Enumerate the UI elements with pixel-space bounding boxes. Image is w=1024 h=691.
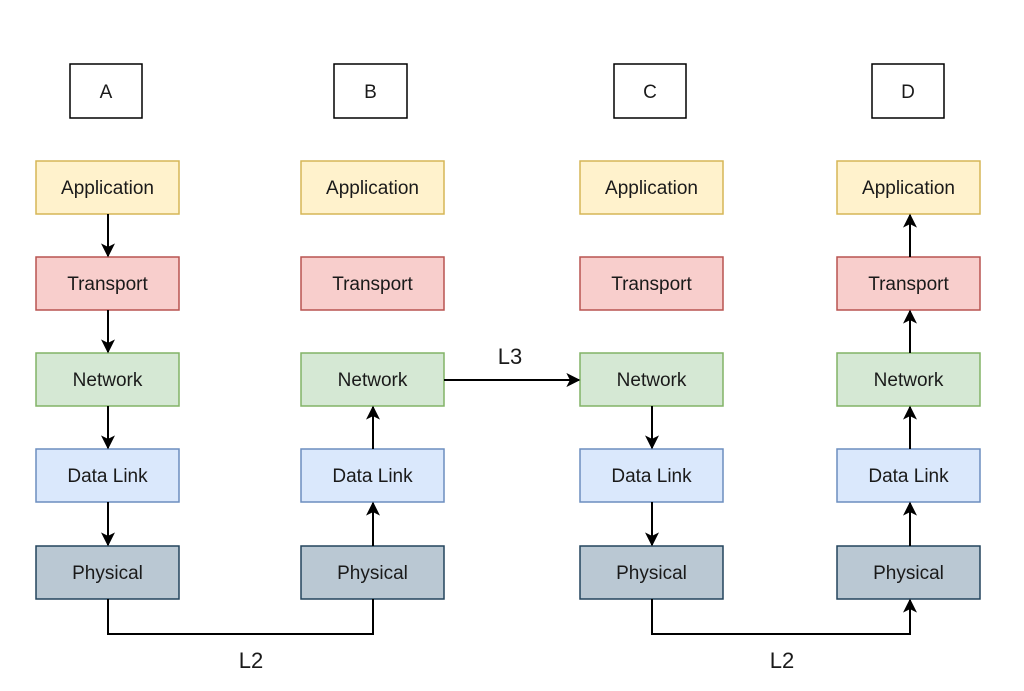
layer-c-network-label: Network	[617, 370, 687, 391]
layer-c-datalink-box	[580, 449, 723, 502]
layer-c-datalink-label: Data Link	[611, 466, 692, 487]
layer-d-application-box	[837, 161, 980, 214]
stack-b: Application Transport Network Data Link …	[300, 160, 445, 600]
layer-c-application-box	[580, 161, 723, 214]
layer-a-application: Application	[35, 160, 180, 215]
layer-d-physical-label: Physical	[873, 563, 944, 584]
stack-d: Application Transport Network Data Link …	[836, 160, 981, 600]
layer-c-application: Application	[579, 160, 724, 215]
node-header-d-label: D	[901, 82, 915, 103]
layer-d-transport-box	[837, 257, 980, 310]
layer-b-transport-box	[301, 257, 444, 310]
layer-a-transport-box	[36, 257, 179, 310]
edge-l2-a-physical-to-b-physical	[107, 599, 374, 635]
layer-d-network-label: Network	[874, 370, 944, 391]
layer-b-physical: Physical	[300, 545, 445, 600]
layer-b-application-label: Application	[326, 178, 419, 199]
layer-d-datalink: Data Link	[836, 448, 981, 503]
node-header-d: D	[871, 63, 945, 119]
stack-c: Application Transport Network Data Link …	[579, 160, 724, 600]
layer-c-physical-box	[580, 546, 723, 599]
layer-a-application-label: Application	[61, 178, 154, 199]
layer-b-datalink-box	[301, 449, 444, 502]
link-label-l2-left: L2	[239, 648, 263, 673]
layer-b-transport: Transport	[300, 256, 445, 311]
layer-d-network-box	[837, 353, 980, 406]
layer-a-datalink-label: Data Link	[67, 466, 148, 487]
layer-b-physical-label: Physical	[337, 563, 408, 584]
node-header-c-label: C	[643, 82, 657, 103]
layer-a-network: Network	[35, 352, 180, 407]
layer-b-network-label: Network	[338, 370, 408, 391]
layer-b-application-border	[300, 160, 445, 215]
layer-c-transport-label: Transport	[611, 274, 692, 295]
layer-c-transport-border	[579, 256, 724, 311]
layer-b-datalink: Data Link	[300, 448, 445, 503]
layer-d-application: Application	[836, 160, 981, 215]
node-header-b-label: B	[364, 82, 377, 103]
layer-a-physical-label: Physical	[72, 563, 143, 584]
layer-c-transport: Transport	[579, 256, 724, 311]
layer-c-network: Network	[579, 352, 724, 407]
layer-b-physical-box	[301, 546, 444, 599]
layer-c-physical: Physical	[579, 545, 724, 600]
layer-d-physical-box	[837, 546, 980, 599]
layer-b-transport-label: Transport	[332, 274, 413, 295]
layer-d-datalink-box	[837, 449, 980, 502]
layer-a-network-label: Network	[73, 370, 143, 391]
layer-d-application-label: Application	[862, 178, 955, 199]
layer-b-network: Network	[300, 352, 445, 407]
layer-b-transport-border	[300, 256, 445, 311]
layer-d-transport: Transport	[836, 256, 981, 311]
layer-c-application-label: Application	[605, 178, 698, 199]
layer-a-physical: Physical	[35, 545, 180, 600]
node-header-b: B	[333, 63, 408, 119]
layer-a-transport: Transport	[35, 256, 180, 311]
layer-d-network: Network	[836, 352, 981, 407]
node-header-c: C	[613, 63, 687, 119]
layer-b-network-box	[301, 353, 444, 406]
node-header-a-label: A	[100, 82, 113, 103]
layer-c-application-border	[579, 160, 724, 215]
layer-c-network-box	[580, 353, 723, 406]
layer-a-physical-box	[36, 546, 179, 599]
layer-d-transport-label: Transport	[868, 274, 949, 295]
stack-a: Application Transport Network Data Link …	[35, 160, 180, 600]
link-label-l2-right: L2	[770, 648, 794, 673]
node-header-a: A	[69, 63, 143, 119]
layer-d-physical: Physical	[836, 545, 981, 600]
layer-d-datalink-label: Data Link	[868, 466, 949, 487]
layer-c-transport-box	[580, 257, 723, 310]
link-label-l3: L3	[498, 344, 522, 369]
layer-a-application-box	[36, 161, 179, 214]
layer-c-physical-label: Physical	[616, 563, 687, 584]
layer-a-datalink-box	[36, 449, 179, 502]
layer-c-datalink: Data Link	[579, 448, 724, 503]
layer-b-datalink-label: Data Link	[332, 466, 413, 487]
layer-a-transport-label: Transport	[67, 274, 148, 295]
layer-a-network-box	[36, 353, 179, 406]
layer-b-application-box	[301, 161, 444, 214]
layer-b-application: Application	[300, 160, 445, 215]
edge-l2-c-physical-to-d-physical	[651, 598, 917, 635]
layer-a-datalink: Data Link	[35, 448, 180, 503]
